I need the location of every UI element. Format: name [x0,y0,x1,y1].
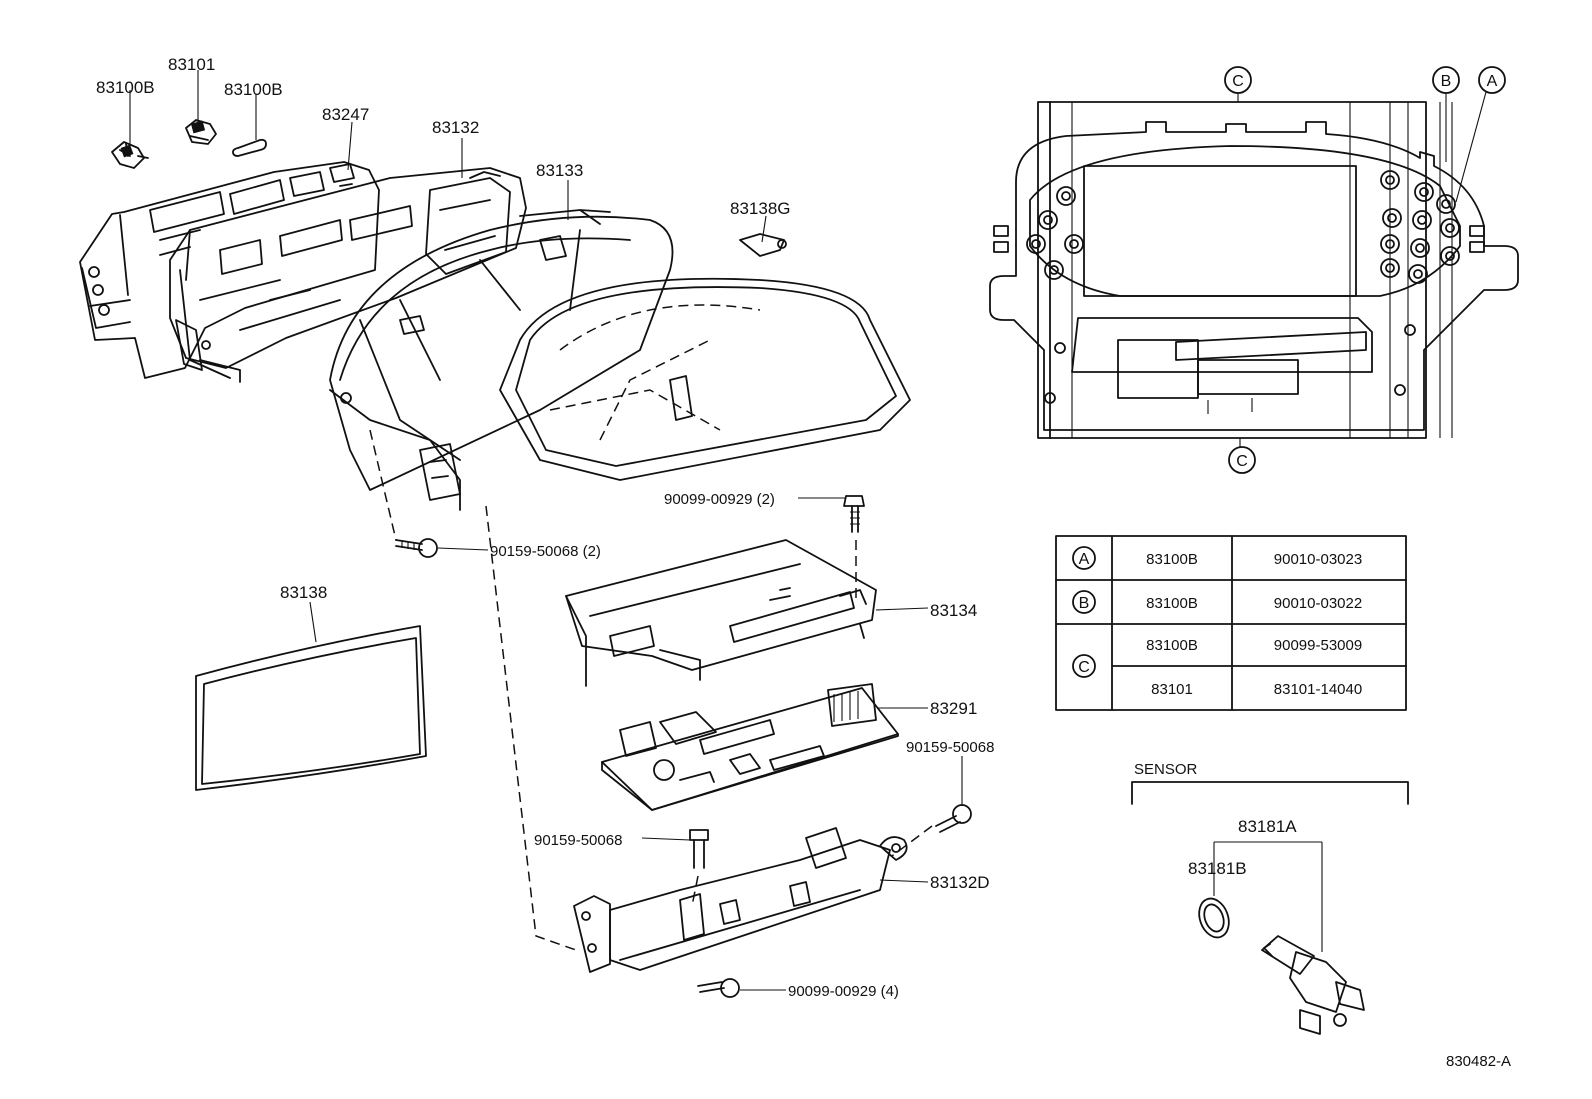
table-key-a: A [1079,551,1090,568]
table-part-a: 83100B [1146,551,1198,568]
label-83133: 83133 [536,161,583,180]
socket-location-view: C B A C [989,66,1519,474]
callout-c-top: C [1232,73,1244,90]
callout-c-bottom: C [1236,453,1248,470]
screw-90099-00929-top [843,495,865,533]
frame-83133 [329,209,674,511]
table-number-a: 90010-03023 [1274,551,1362,568]
bulb-socket-83100B-left [111,141,149,169]
sensor-title: SENSOR [1134,761,1198,778]
table-key-b: B [1079,595,1090,612]
table-number-b: 90010-03022 [1274,595,1362,612]
screw-90159-50068-2 [395,538,438,558]
table-part-c2: 83101 [1151,681,1193,698]
label-83181B: 83181B [1188,859,1247,878]
table-part-c1: 83100B [1146,637,1198,654]
window-83138 [195,625,427,791]
label-90159-50068-2: 90159-50068 (2) [490,543,601,560]
label-83134: 83134 [930,601,977,620]
circuit-board-83291 [601,683,899,811]
screw-90159-50068-right [935,804,972,833]
label-83101: 83101 [168,55,215,74]
lens-83138G [499,233,911,481]
label-90099-00929-4: 90099-00929 (4) [788,983,899,1000]
label-83138: 83138 [280,583,327,602]
label-83181A: 83181A [1238,817,1297,836]
bracket-83132D [573,827,908,973]
meter-assembly-83132 [169,167,527,383]
socket-markers [1026,170,1460,284]
diagram-code: 830482-A [1446,1053,1511,1070]
label-83132D: 83132D [930,873,990,892]
bulb-83100B-right [232,138,267,157]
label-83100B-right: 83100B [224,80,283,99]
label-83247: 83247 [322,105,369,124]
label-90159-50068-right: 90159-50068 [906,739,994,756]
leader-lines [129,70,963,991]
callout-b: B [1441,73,1452,90]
table-key-c: C [1078,659,1090,676]
screw-90159-50068-mid [689,829,709,869]
label-83132: 83132 [432,118,479,137]
table-part-b: 83100B [1146,595,1198,612]
screw-90099-00929-bottom [697,978,740,998]
label-83138G: 83138G [730,199,791,218]
sensor-section: SENSOR 83181A 83181B [1131,761,1409,1035]
socket-83101 [185,119,217,145]
parts-table: A 83100B 90010-03023 B 83100B 90010-0302… [1055,535,1407,711]
o-ring-83181B [1198,897,1230,939]
label-83291: 83291 [930,699,977,718]
speed-sensor-83181A [1261,935,1365,1035]
label-90099-00929-2: 90099-00929 (2) [664,491,775,508]
label-90159-50068-mid: 90159-50068 [534,832,622,849]
rear-housing-83247 [79,161,380,379]
callout-a: A [1487,73,1498,90]
table-number-c1: 90099-53009 [1274,637,1362,654]
label-83100B-left: 83100B [96,78,155,97]
case-83134 [565,539,877,687]
table-number-c2: 83101-14040 [1274,681,1362,698]
